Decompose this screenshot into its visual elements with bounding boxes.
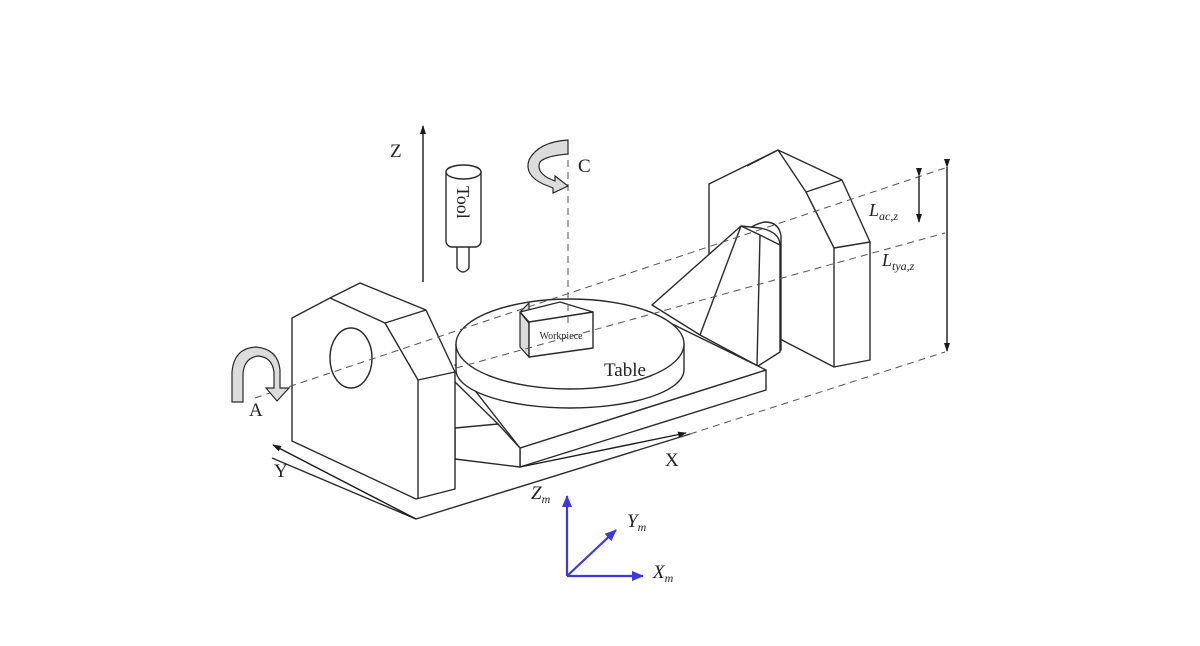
a-rotation-arrow-icon: [231, 346, 291, 403]
c-rotation-arrow-icon: [527, 139, 570, 194]
l-ac-z-label: Lac,z: [868, 200, 898, 223]
tool: Tool: [445, 164, 482, 273]
machine-coordinate-frame: [562, 495, 644, 581]
reference-lines: [254, 148, 946, 435]
x-axis: [519, 431, 687, 468]
l-tya-z-label: Ltya,z: [881, 250, 915, 273]
z-axis-label: Z: [390, 141, 402, 162]
tool-label: Tool: [453, 186, 473, 219]
zm-label: Zm: [531, 483, 551, 506]
left-trunnion-housing: [291, 282, 456, 500]
rotary-table: [455, 298, 685, 409]
table-label: Table: [604, 360, 646, 381]
y-axis-label: Y: [274, 461, 288, 482]
xm-label: Xm: [652, 562, 674, 585]
x-axis-label: X: [665, 450, 679, 471]
a-axis-label: A: [249, 400, 263, 421]
workpiece: Workpiece: [519, 301, 594, 359]
lower-connector: [454, 381, 521, 468]
c-axis-label: C: [578, 156, 591, 177]
y-axis: [272, 444, 417, 520]
workpiece-label: Workpiece: [539, 331, 583, 342]
ym-label: Ym: [627, 511, 647, 534]
